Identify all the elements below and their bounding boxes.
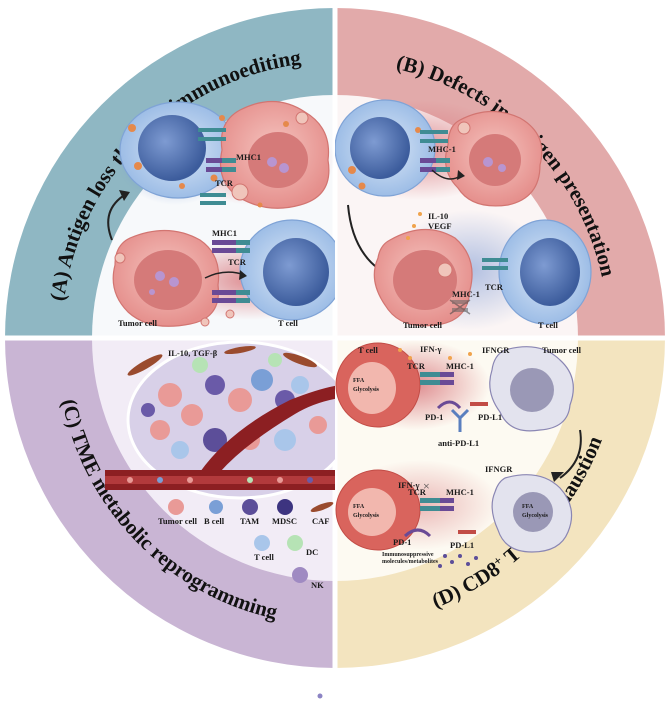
- receptor-pair-bottom: [212, 240, 250, 303]
- label-il10-b: IL-10: [428, 211, 448, 221]
- legend-c: Tumor cell B cell TAM MDSC CAF T cell DC…: [158, 499, 334, 590]
- label-ifngr-bottom-d: IFNGR: [485, 464, 513, 474]
- legend-nk: NK: [311, 580, 324, 590]
- legend-caf-icon: [310, 502, 334, 512]
- label-tumor-cell-d: Tumor cell: [542, 345, 582, 355]
- t-cell-top: [119, 101, 237, 199]
- label-mhc1-top-b: MHC-1: [428, 144, 456, 154]
- panel-b: MHC-1 TCR IL-10 VEGF: [335, 99, 592, 330]
- legend-nk-icon: [292, 567, 308, 583]
- receptor-pair-top-d: [420, 372, 488, 410]
- label-pd1-top-d: PD-1: [425, 412, 443, 422]
- metabolite-particles: [438, 554, 478, 568]
- legend-tam-icon: [242, 499, 258, 515]
- panel-c: IL-10, TGF-β Tumor cell B cell TAM MDSC …: [105, 340, 335, 590]
- label-mhc1-top-a: MHC1: [236, 152, 261, 162]
- label-tcr-bottom-d: TCR: [408, 487, 427, 497]
- label-anti-pdl1: anti-PD-L1: [438, 438, 479, 448]
- label-pdl1-top-d: PD-L1: [478, 412, 502, 422]
- arrow-cycle-d: [559, 429, 582, 479]
- t-cell-bottom-b: [498, 219, 592, 325]
- label-tcr-b: TCR: [485, 282, 504, 292]
- label-glycolysis-top: Glycolysis: [353, 387, 380, 393]
- label-ifngr-top-d: IFNGR: [482, 345, 510, 355]
- tumor-cell-top-d: [489, 346, 574, 432]
- arrow-cycle-a: [107, 193, 127, 241]
- label-mhc1-ghost-b: MHC-1: [452, 289, 480, 299]
- label-ifn-top-d: IFN-γ: [420, 344, 441, 354]
- legend-tcell-icon: [254, 535, 270, 551]
- label-tcr-bottom-a: TCR: [228, 257, 247, 267]
- label-ffa-right: FFA: [522, 504, 534, 510]
- label-immunosuppressive: Immunosuppressive: [382, 552, 434, 558]
- label-ifn-bottom-d: IFN-γ: [398, 480, 419, 490]
- label-ffa-bottom: FFA: [353, 504, 365, 510]
- legend-tam: TAM: [240, 516, 259, 526]
- tumor-cell-top: [219, 100, 330, 209]
- tcr-receptor-b: [482, 258, 508, 270]
- page-marker-dot: [317, 693, 323, 699]
- label-mhc1-top-d: MHC-1: [446, 361, 474, 371]
- il10-vegf-particles: [406, 212, 422, 240]
- ifn-block-mark: ×: [423, 479, 430, 493]
- label-mhc1-bottom-d: MHC-1: [446, 487, 474, 497]
- legend-mdsc-icon: [277, 499, 293, 515]
- anti-pdl1-antibody: [450, 408, 470, 432]
- mhc1-ghost-b: [449, 299, 471, 315]
- receptor-pair-b: [420, 130, 450, 172]
- legend-t-cell: T cell: [254, 552, 275, 562]
- label-tumor-cell-a: Tumor cell: [118, 318, 158, 328]
- tumor-cell-bottom: [112, 229, 220, 327]
- legend-b-cell: B cell: [204, 516, 225, 526]
- label-pdl1-bottom-d: PD-L1: [450, 540, 474, 550]
- label-tcr-top-a: TCR: [215, 178, 234, 188]
- dividers: [2, 4, 668, 672]
- receptor-pair-top: [198, 128, 236, 205]
- legend-caf: CAF: [312, 516, 329, 526]
- legend-dc: DC: [306, 547, 318, 557]
- label-molecules: molecules/metabolites: [382, 559, 439, 565]
- label-ffa-top: FFA: [353, 378, 365, 384]
- legend-mdsc: MDSC: [272, 516, 297, 526]
- receptor-pair-bottom-d: [403, 498, 476, 538]
- label-tumor-cell-b: Tumor cell: [403, 320, 443, 330]
- label-tcr-top-d: TCR: [407, 361, 426, 371]
- label-pd1-bottom-d: PD-1: [393, 537, 411, 547]
- vessel-cells: [127, 477, 313, 483]
- label-glycolysis-right: Glycolysis: [522, 513, 549, 519]
- legend-tumor-cell: Tumor cell: [158, 516, 198, 526]
- label-glycolysis-bottom: Glycolysis: [353, 513, 380, 519]
- label-t-cell-d: T cell: [358, 345, 379, 355]
- t-cell-bottom-d: FFA Glycolysis: [335, 469, 421, 551]
- label-vegf-b: VEGF: [428, 221, 452, 231]
- panel-a: MHC1 TCR MHC1 TCR: [107, 100, 335, 328]
- label-cytokines-c: IL-10, TGF-β: [168, 348, 218, 358]
- ifn-particles-top: [398, 348, 472, 360]
- label-t-cell-b: T cell: [538, 320, 559, 330]
- vessel-branch: [200, 385, 335, 472]
- caf-cells: [127, 345, 317, 376]
- tumor-cell-bottom-b: [373, 228, 473, 327]
- t-cell-bottom: [239, 219, 335, 321]
- t-cell-top-b: [335, 99, 436, 197]
- tumor-cell-bottom-d: FFA Glycolysis: [491, 474, 573, 553]
- legend-tumor-icon: [168, 499, 184, 515]
- label-t-cell-a: T cell: [278, 318, 299, 328]
- label-mhc1-bottom-a: MHC1: [212, 228, 237, 238]
- tumor-cell-top-b: [445, 110, 543, 207]
- legend-bcell-icon: [209, 500, 223, 514]
- t-cell-top-d: FFA Glycolysis: [335, 342, 421, 428]
- antigen-particles-a: [200, 115, 289, 327]
- legend-dc-icon: [287, 535, 303, 551]
- panel-d: FFA Glycolysis TCR MHC-1 PD-1 PD-L1 anti…: [335, 340, 582, 568]
